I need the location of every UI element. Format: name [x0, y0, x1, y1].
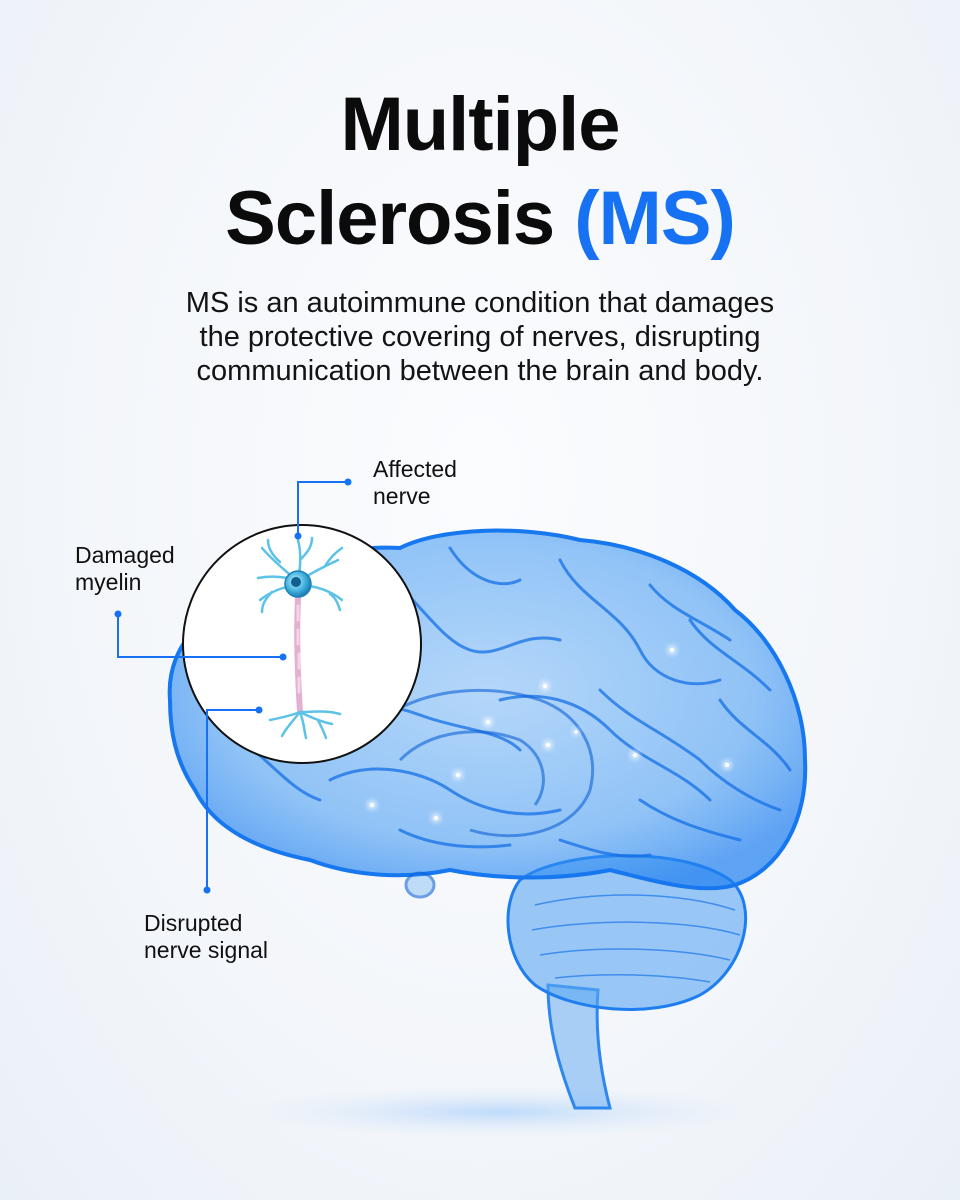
callout-lines: [117, 481, 348, 890]
description-line-1: MS is an autoimmune condition that damag…: [185, 287, 775, 319]
label-disrupted-signal-line2: nerve signal: [144, 937, 269, 963]
label-damaged-myelin: Damaged myelin: [75, 542, 275, 596]
label-disrupted-signal-line1: Disrupted: [144, 910, 243, 936]
title-word-sclerosis: Sclerosis: [225, 176, 555, 261]
label-damaged-myelin-line2: myelin: [75, 569, 142, 595]
leader-disrupted-signal: [206, 709, 259, 890]
leader-damaged-myelin: [117, 614, 283, 658]
title-line-1: Multiple: [340, 82, 620, 167]
title-accent-ms: (MS): [574, 176, 736, 261]
neural-sparkles: [368, 646, 731, 822]
neuron-icon: [256, 536, 344, 740]
label-affected-nerve: Affected nerve: [373, 456, 573, 510]
title-line-2: Sclerosis (MS): [0, 172, 960, 266]
brain-stem: [546, 983, 612, 1110]
floor-glow: [240, 1086, 760, 1138]
callout-dots: [114, 478, 352, 894]
description: MS is an autoimmune condition that damag…: [0, 286, 960, 388]
magnifier-circle: [182, 524, 422, 764]
description-line-3: communication between the brain and body…: [196, 355, 764, 387]
inner-structures: [358, 688, 595, 899]
description-line-2: the protective covering of nerves, disru…: [199, 321, 761, 353]
label-affected-nerve-line2: nerve: [373, 483, 431, 509]
label-damaged-myelin-line1: Damaged: [75, 542, 175, 568]
leader-affected-nerve: [297, 481, 348, 536]
label-disrupted-signal: Disrupted nerve signal: [144, 910, 404, 964]
page-title: Multiple Sclerosis (MS): [0, 78, 960, 266]
neuron-magnifier: [182, 524, 422, 764]
label-affected-nerve-line1: Affected: [373, 456, 457, 482]
